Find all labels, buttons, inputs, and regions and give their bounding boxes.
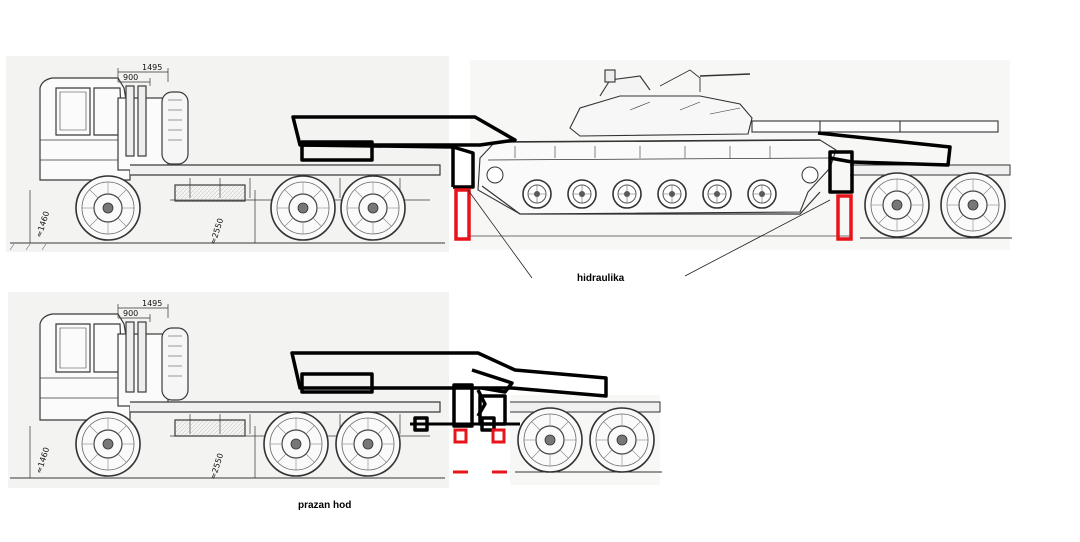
top-hydraulic-cylinders [454,188,853,241]
bottom-dim-900: 900 [123,309,138,318]
hidraulika-leaders [467,189,831,279]
top-truck [9,77,445,251]
top-dimensions [29,68,256,243]
bottom-hydraulic-cylinders [453,428,507,474]
prazan-hod-label: prazan hod [298,500,352,511]
top-dim-1495: 1495 [142,63,162,72]
top-dim-900: 900 [123,73,138,82]
bottom-overlay [290,351,608,432]
tank [477,69,999,215]
top-overlay [291,115,952,194]
tank-roadwheels [486,166,819,209]
bottom-dimensions [29,304,256,478]
hidraulika-label: hidraulika [577,273,625,284]
bottom-dim-1495: 1495 [142,299,162,308]
